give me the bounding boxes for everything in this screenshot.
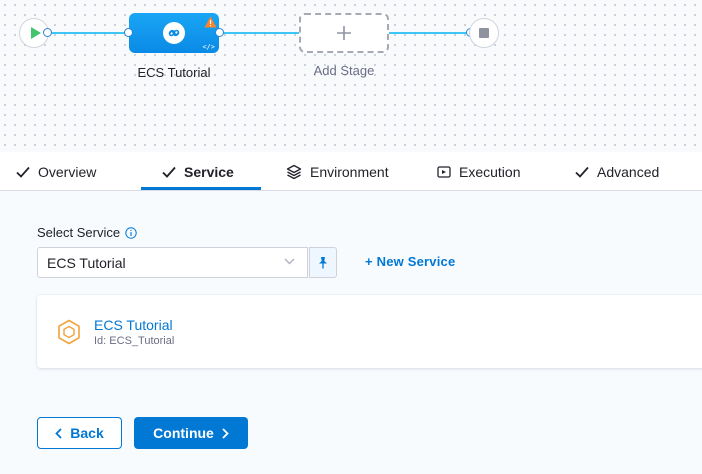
connector-dot [215, 28, 224, 37]
stage-tabs: Overview Service Environment Execution A… [0, 152, 702, 191]
tab-label: Service [184, 163, 234, 180]
back-button[interactable]: Back [37, 417, 122, 449]
code-icon: </> [202, 43, 215, 51]
active-tab-indicator [141, 187, 261, 190]
plus-icon [337, 26, 351, 40]
tab-label: Execution [459, 163, 521, 180]
tab-label: Advanced [597, 163, 660, 180]
connector-line [389, 32, 471, 34]
ecs-stage-node[interactable]: </> [129, 13, 219, 53]
chevron-left-icon [55, 427, 62, 439]
service-id: Id: ECS_Tutorial [94, 335, 175, 347]
connector-line [219, 32, 299, 34]
ecs-service-icon [58, 319, 80, 345]
play-icon [30, 27, 41, 39]
continue-button-label: Continue [153, 425, 214, 441]
chevron-down-icon [284, 258, 295, 265]
chevron-right-icon [222, 427, 229, 439]
stage-name-label: ECS Tutorial [137, 65, 211, 80]
environment-icon [286, 164, 302, 179]
warning-icon [204, 15, 217, 33]
continue-button[interactable]: Continue [134, 417, 248, 449]
check-icon [16, 166, 30, 178]
check-icon [162, 166, 176, 178]
info-icon[interactable] [125, 226, 137, 239]
ecs-deploy-icon [163, 22, 185, 44]
service-select-value: ECS Tutorial [47, 254, 126, 271]
new-service-button[interactable]: + New Service [365, 254, 456, 269]
pin-icon [319, 257, 327, 269]
stop-icon [479, 28, 489, 38]
connector-dot [43, 28, 52, 37]
add-stage-label: Add Stage [313, 63, 375, 78]
execution-icon [437, 165, 451, 178]
add-stage-button[interactable] [299, 13, 389, 53]
tab-label: Environment [310, 163, 389, 180]
service-card[interactable]: ECS Tutorial Id: ECS_Tutorial [37, 295, 702, 368]
select-service-label: Select Service [37, 225, 137, 240]
back-button-label: Back [70, 425, 104, 441]
pin-button[interactable] [309, 247, 337, 278]
connector-line [48, 32, 129, 34]
connector-dot [124, 28, 133, 37]
tab-advanced[interactable]: Advanced [575, 152, 659, 191]
tab-overview[interactable]: Overview [16, 152, 96, 191]
select-service-label-text: Select Service [37, 225, 121, 240]
tab-label: Overview [38, 163, 97, 180]
pipeline-end-node[interactable] [469, 18, 499, 48]
tab-environment[interactable]: Environment [286, 152, 389, 191]
service-name[interactable]: ECS Tutorial [94, 317, 173, 333]
service-select[interactable]: ECS Tutorial [37, 247, 308, 278]
check-icon [575, 166, 589, 178]
tab-service[interactable]: Service [162, 152, 234, 191]
tab-execution[interactable]: Execution [437, 152, 520, 191]
pipeline-canvas: </> ECS Tutorial Add Stage [0, 0, 702, 152]
